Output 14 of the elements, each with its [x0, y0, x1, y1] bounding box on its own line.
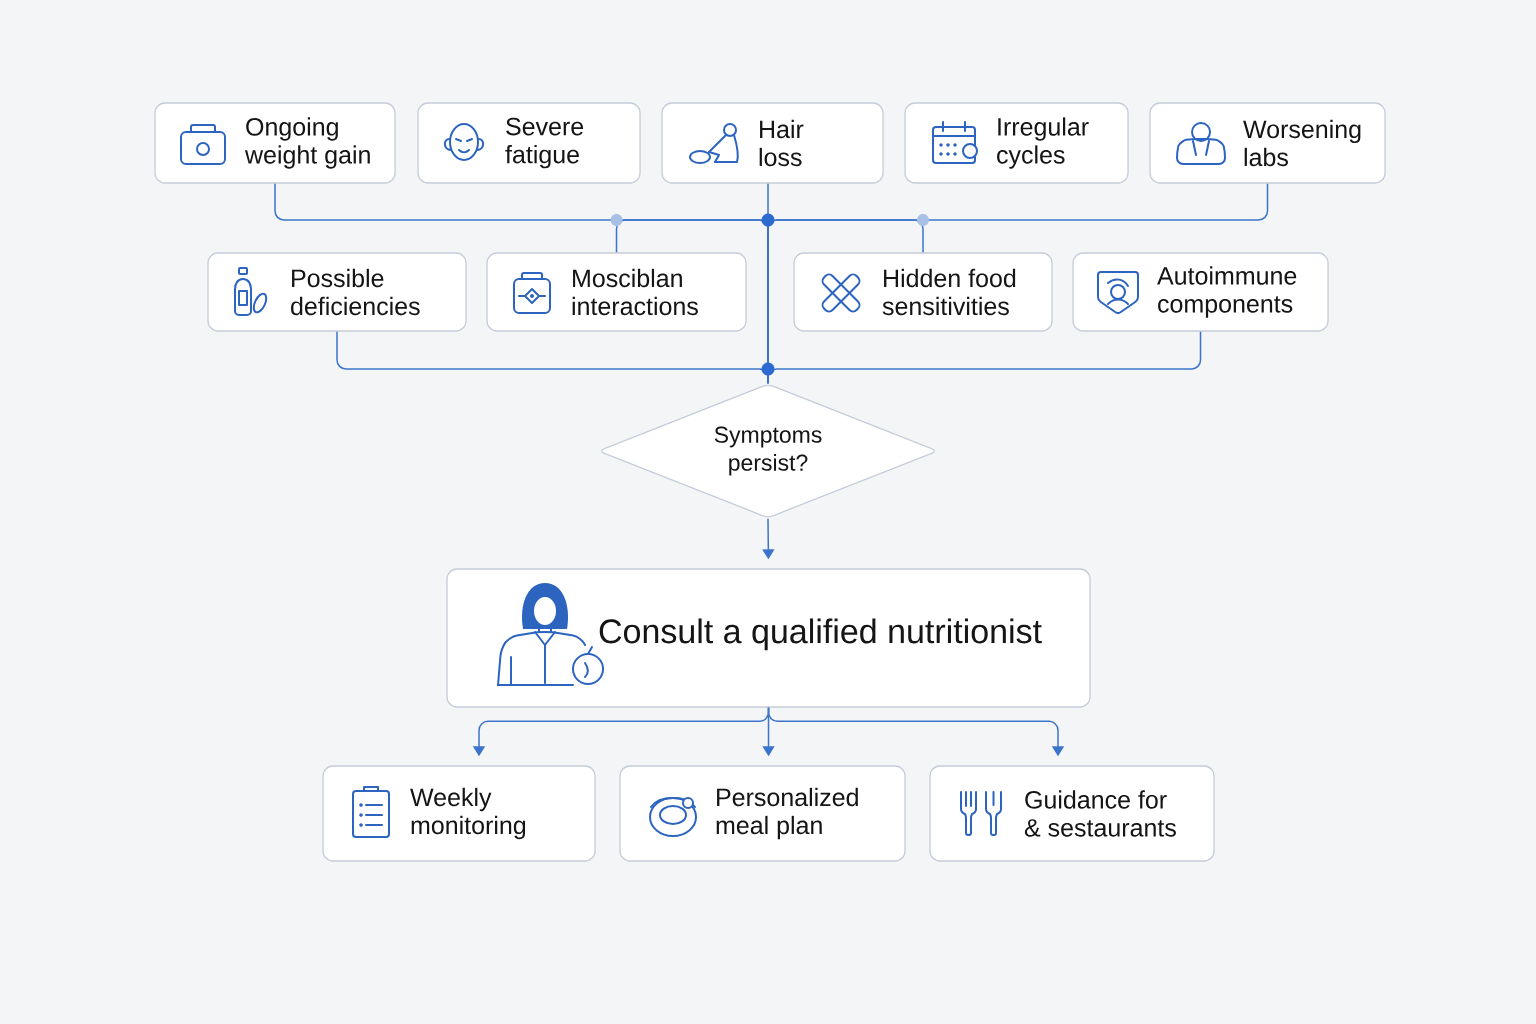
process-box: Autoimmune components	[1072, 252, 1329, 332]
process-box: Hidden food sensitivities	[793, 252, 1053, 332]
process-box: Irregular cycles	[904, 102, 1129, 184]
process-box: Mosciblan interactions	[486, 252, 747, 332]
process-box: Ongoing weight gain	[154, 102, 396, 184]
process-box: Severe fatigue	[417, 102, 641, 184]
process-box: Worsening labs	[1149, 102, 1386, 184]
process-box: Hair loss	[661, 102, 884, 184]
process-box: Personalized meal plan	[619, 765, 906, 862]
process-box: Guidance for & sestaurants	[929, 765, 1215, 862]
process-box: Possible deficiencies	[207, 252, 467, 332]
process-box: Weekly monitoring	[322, 765, 596, 862]
process-box: Consult a qualified nutritionist	[446, 568, 1091, 708]
connector-line	[767, 330, 1202, 385]
